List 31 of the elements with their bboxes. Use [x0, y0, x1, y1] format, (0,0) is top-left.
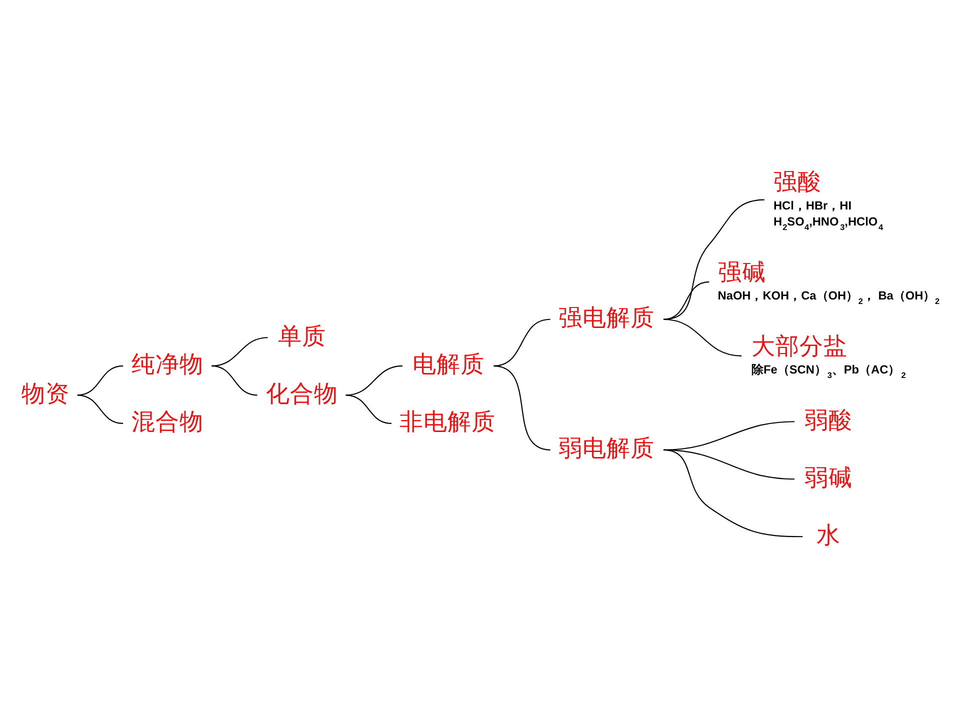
connector [77, 365, 124, 396]
connector [663, 281, 710, 320]
node-text: 混合物 [132, 408, 204, 436]
node-text: 单质 [278, 322, 326, 350]
node-text: 弱碱 [804, 463, 853, 492]
node-text: 大部分盐 [752, 332, 848, 360]
node-text: 弱电解质 [558, 434, 655, 462]
connector [494, 318, 550, 366]
connector [346, 394, 392, 424]
connector [77, 394, 124, 424]
node-label: H$_{2}$SO$_{4}$,HNO$_{3}$,HClO$_{4}$ [773, 214, 884, 232]
node-text: 物资 [21, 379, 70, 408]
node-text: 非电解质 [400, 408, 496, 436]
node-label: HCl，HBr，HI [773, 198, 852, 212]
node-text: 化合物 [266, 379, 338, 408]
node-text: 强酸 [773, 168, 822, 196]
node-text: 电解质 [412, 350, 484, 378]
connector [663, 449, 803, 538]
connector [212, 337, 268, 366]
node-text: 强电解质 [558, 304, 655, 332]
node-text: 纯净物 [132, 350, 204, 378]
node-text: 水 [816, 520, 840, 549]
connector [663, 199, 764, 320]
connector [346, 365, 402, 396]
connector [494, 365, 550, 450]
connector [212, 365, 258, 396]
node-label: 除Fe（SCN）$_{3}$、Pb（AC）$_{2}$ [752, 362, 906, 380]
node-label: NaOH，KOH，Ca（OH）$_{2}$， Ba（OH）$_{2}$ [718, 288, 940, 306]
node-text: 强碱 [718, 258, 766, 286]
connector [663, 318, 742, 356]
node-text: 弱酸 [804, 406, 853, 434]
